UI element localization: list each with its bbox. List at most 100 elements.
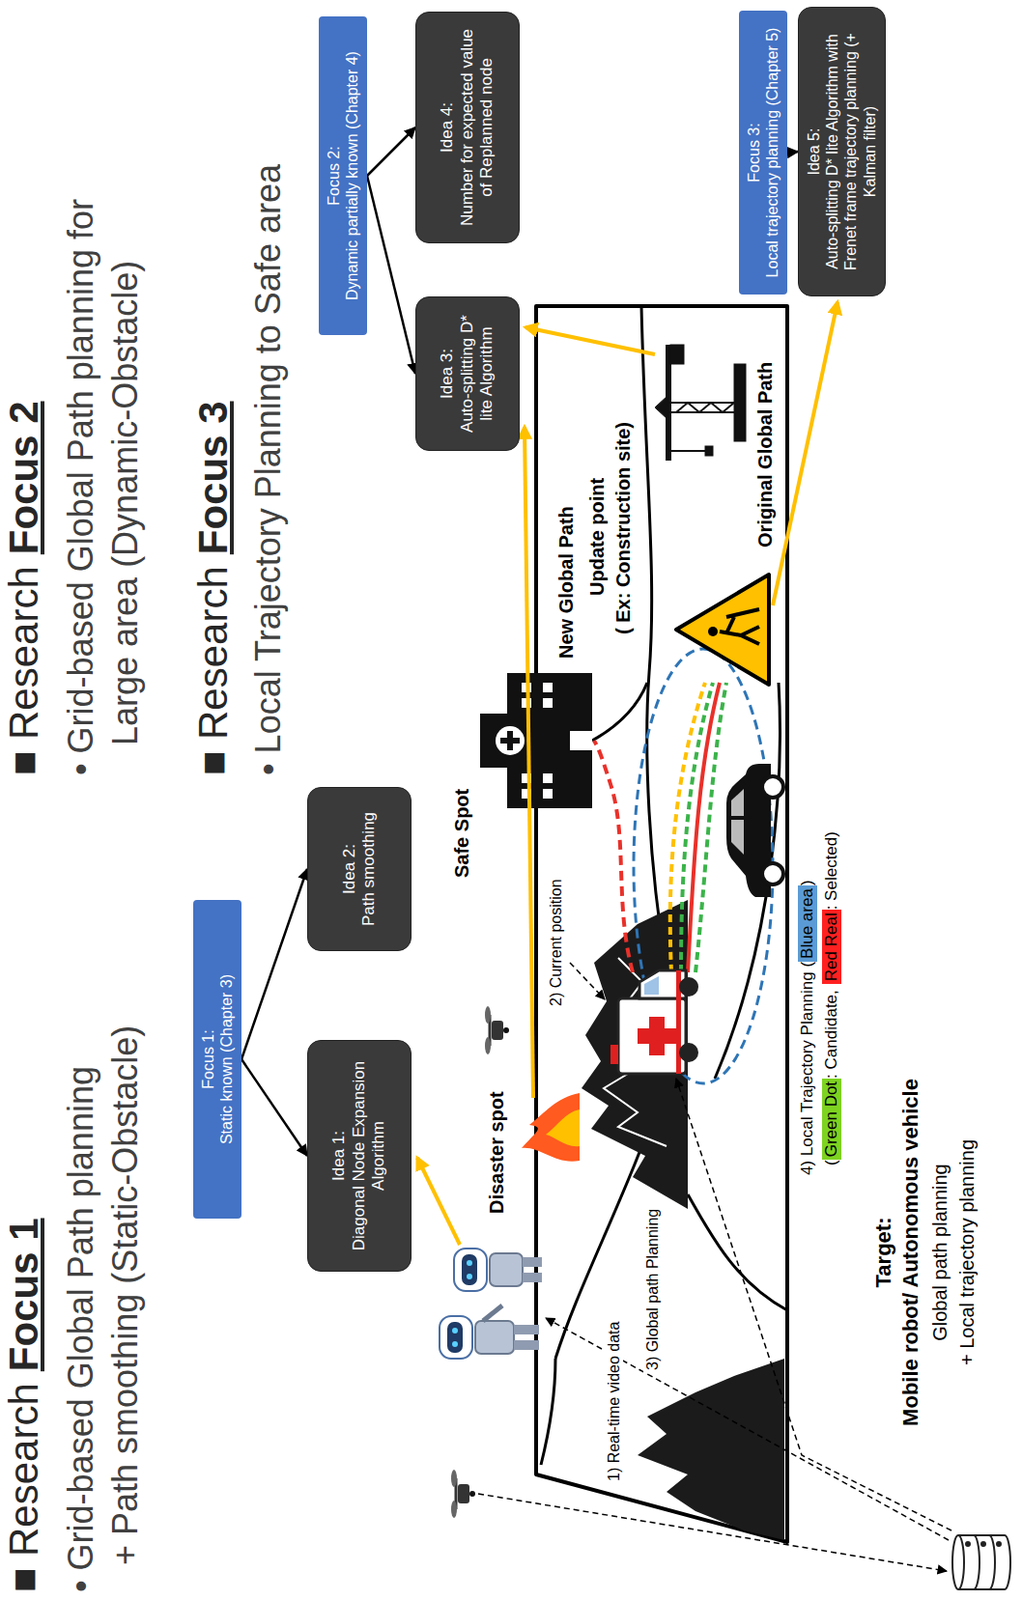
wheel xyxy=(762,863,784,885)
box-heading: Idea 1: xyxy=(329,1131,349,1182)
robot-eye xyxy=(466,1274,473,1280)
highlight-text: Red Real xyxy=(822,909,842,985)
idea-pointer xyxy=(525,327,655,355)
box-text: Diagonal Node Expansion Algorithm xyxy=(349,1049,390,1264)
label-text: Original Global Path xyxy=(753,362,777,548)
label-text: ■ Research xyxy=(189,566,238,776)
idea-pointer xyxy=(417,1158,460,1246)
database-body xyxy=(958,1535,1011,1590)
focus-box: Focus 3:Local trajectory planning (Chapt… xyxy=(738,10,788,295)
label-row: ■ ResearchFocus 2 xyxy=(0,400,49,776)
label-text: : Candidate, xyxy=(822,990,842,1079)
window xyxy=(542,773,553,784)
robot-leg xyxy=(513,1325,540,1335)
label-text: • Grid-based Global Path planning xyxy=(59,1066,102,1593)
label-row: 1) Real-time video data xyxy=(604,1319,624,1485)
roads xyxy=(540,306,788,1466)
label-text: Update point xyxy=(585,478,609,597)
box-text: Static known (Chapter 3) xyxy=(217,974,236,1145)
box-heading: Focus 3: xyxy=(744,122,764,182)
fire xyxy=(521,1093,580,1163)
idea-box: Idea 3:Auto-splitting D* lite Algorithm xyxy=(415,296,520,452)
robot-visor xyxy=(461,1254,478,1286)
label-row: ( Ex: Construction site) xyxy=(611,422,635,635)
crane-weight xyxy=(670,344,684,365)
fire-core xyxy=(545,1109,580,1147)
focus-box: Focus 2:Dynamic partially known (Chapter… xyxy=(318,16,368,336)
crane-cable xyxy=(668,450,706,453)
robot-visor xyxy=(447,1322,463,1354)
mountain xyxy=(637,1359,785,1541)
label-text: • Local Trajectory Planning to Safe area xyxy=(247,164,289,776)
worker-body xyxy=(719,609,760,645)
box-heading: Idea 2: xyxy=(340,844,360,895)
label-row: • Grid-based Global Path planning for xyxy=(59,198,102,776)
label-text: + Local trajectory planning xyxy=(955,1139,979,1366)
selected-trajectory xyxy=(687,682,720,973)
data-links xyxy=(478,963,952,1572)
worker-head xyxy=(708,626,718,637)
hospital-tower xyxy=(480,713,593,768)
label-row: 3) Global path Planning xyxy=(643,1206,662,1374)
local-planning-area xyxy=(633,649,773,1084)
label-row: Disaster spot xyxy=(484,1091,509,1215)
road xyxy=(687,1194,788,1311)
label-text: ( xyxy=(822,1160,842,1166)
label-text: 3) Global path Planning xyxy=(643,1206,662,1374)
crane-base xyxy=(734,364,746,442)
highlight-text: Blue area xyxy=(797,885,818,963)
warning-triangle xyxy=(676,574,769,685)
highlight-text: Green Dot xyxy=(822,1078,842,1161)
box-heading: Idea 5: xyxy=(804,128,824,176)
drone-body xyxy=(457,1484,470,1505)
window xyxy=(542,789,553,799)
robot-head xyxy=(454,1249,487,1292)
label-text: Target: xyxy=(871,1218,897,1289)
label-text: Global path planning xyxy=(928,1163,952,1341)
window xyxy=(542,682,553,693)
car xyxy=(726,764,784,898)
idea-pointer xyxy=(524,426,534,1099)
label-text: Focus 3 xyxy=(189,400,238,555)
car-window xyxy=(731,820,744,855)
arrow-connector xyxy=(367,175,416,374)
box-text: Dynamic partially known (Chapter 4) xyxy=(342,51,362,301)
box-text: Local trajectory planning (Chapter 5) xyxy=(763,28,782,279)
label-row: ■ Research Focus 3 xyxy=(189,400,238,776)
wheel xyxy=(679,1043,699,1063)
robot xyxy=(454,1249,542,1292)
ambulance-window xyxy=(644,976,659,995)
label-row: New Global Path xyxy=(554,506,578,659)
arrow-connector xyxy=(241,869,308,1060)
robot-eye xyxy=(452,1328,458,1335)
arrow-connector xyxy=(787,151,798,153)
label-text: Focus 1 xyxy=(0,1218,49,1372)
warning-sign xyxy=(676,574,769,685)
label-text: + Path smoothing (Static-Obstacle) xyxy=(104,1025,146,1566)
idea-pointer xyxy=(772,302,838,606)
road xyxy=(592,682,648,741)
window xyxy=(542,698,553,709)
ambulance-light xyxy=(610,1045,619,1065)
box-heading: Focus 2: xyxy=(324,145,343,205)
drone xyxy=(451,1470,476,1519)
label-row: 4) Local Trajectory Planning (Blue area) xyxy=(797,880,818,1176)
label-text: ) xyxy=(797,880,818,886)
drone-body xyxy=(491,1021,504,1041)
database-light xyxy=(981,1542,986,1547)
robot-body xyxy=(489,1253,523,1287)
label-row: Global path planning xyxy=(928,1001,952,1505)
box-heading: Focus 1: xyxy=(198,1029,218,1089)
crane-lattice xyxy=(676,402,735,413)
crane xyxy=(654,344,746,461)
drone-rotor xyxy=(484,1006,491,1024)
new-global-path xyxy=(594,740,633,973)
ridge-highlight xyxy=(603,1074,667,1147)
label-text: • Grid-based Global Path planning for xyxy=(59,198,102,776)
crane-hook xyxy=(705,446,713,456)
label-row: + Path smoothing (Static-Obstacle) xyxy=(104,1025,146,1566)
label-text: 2) Current position xyxy=(546,879,566,1007)
position-leader xyxy=(569,963,605,1000)
drone-rotor xyxy=(484,1037,491,1055)
box-text: Auto-splitting D* lite Algorithm with Fr… xyxy=(823,15,880,288)
